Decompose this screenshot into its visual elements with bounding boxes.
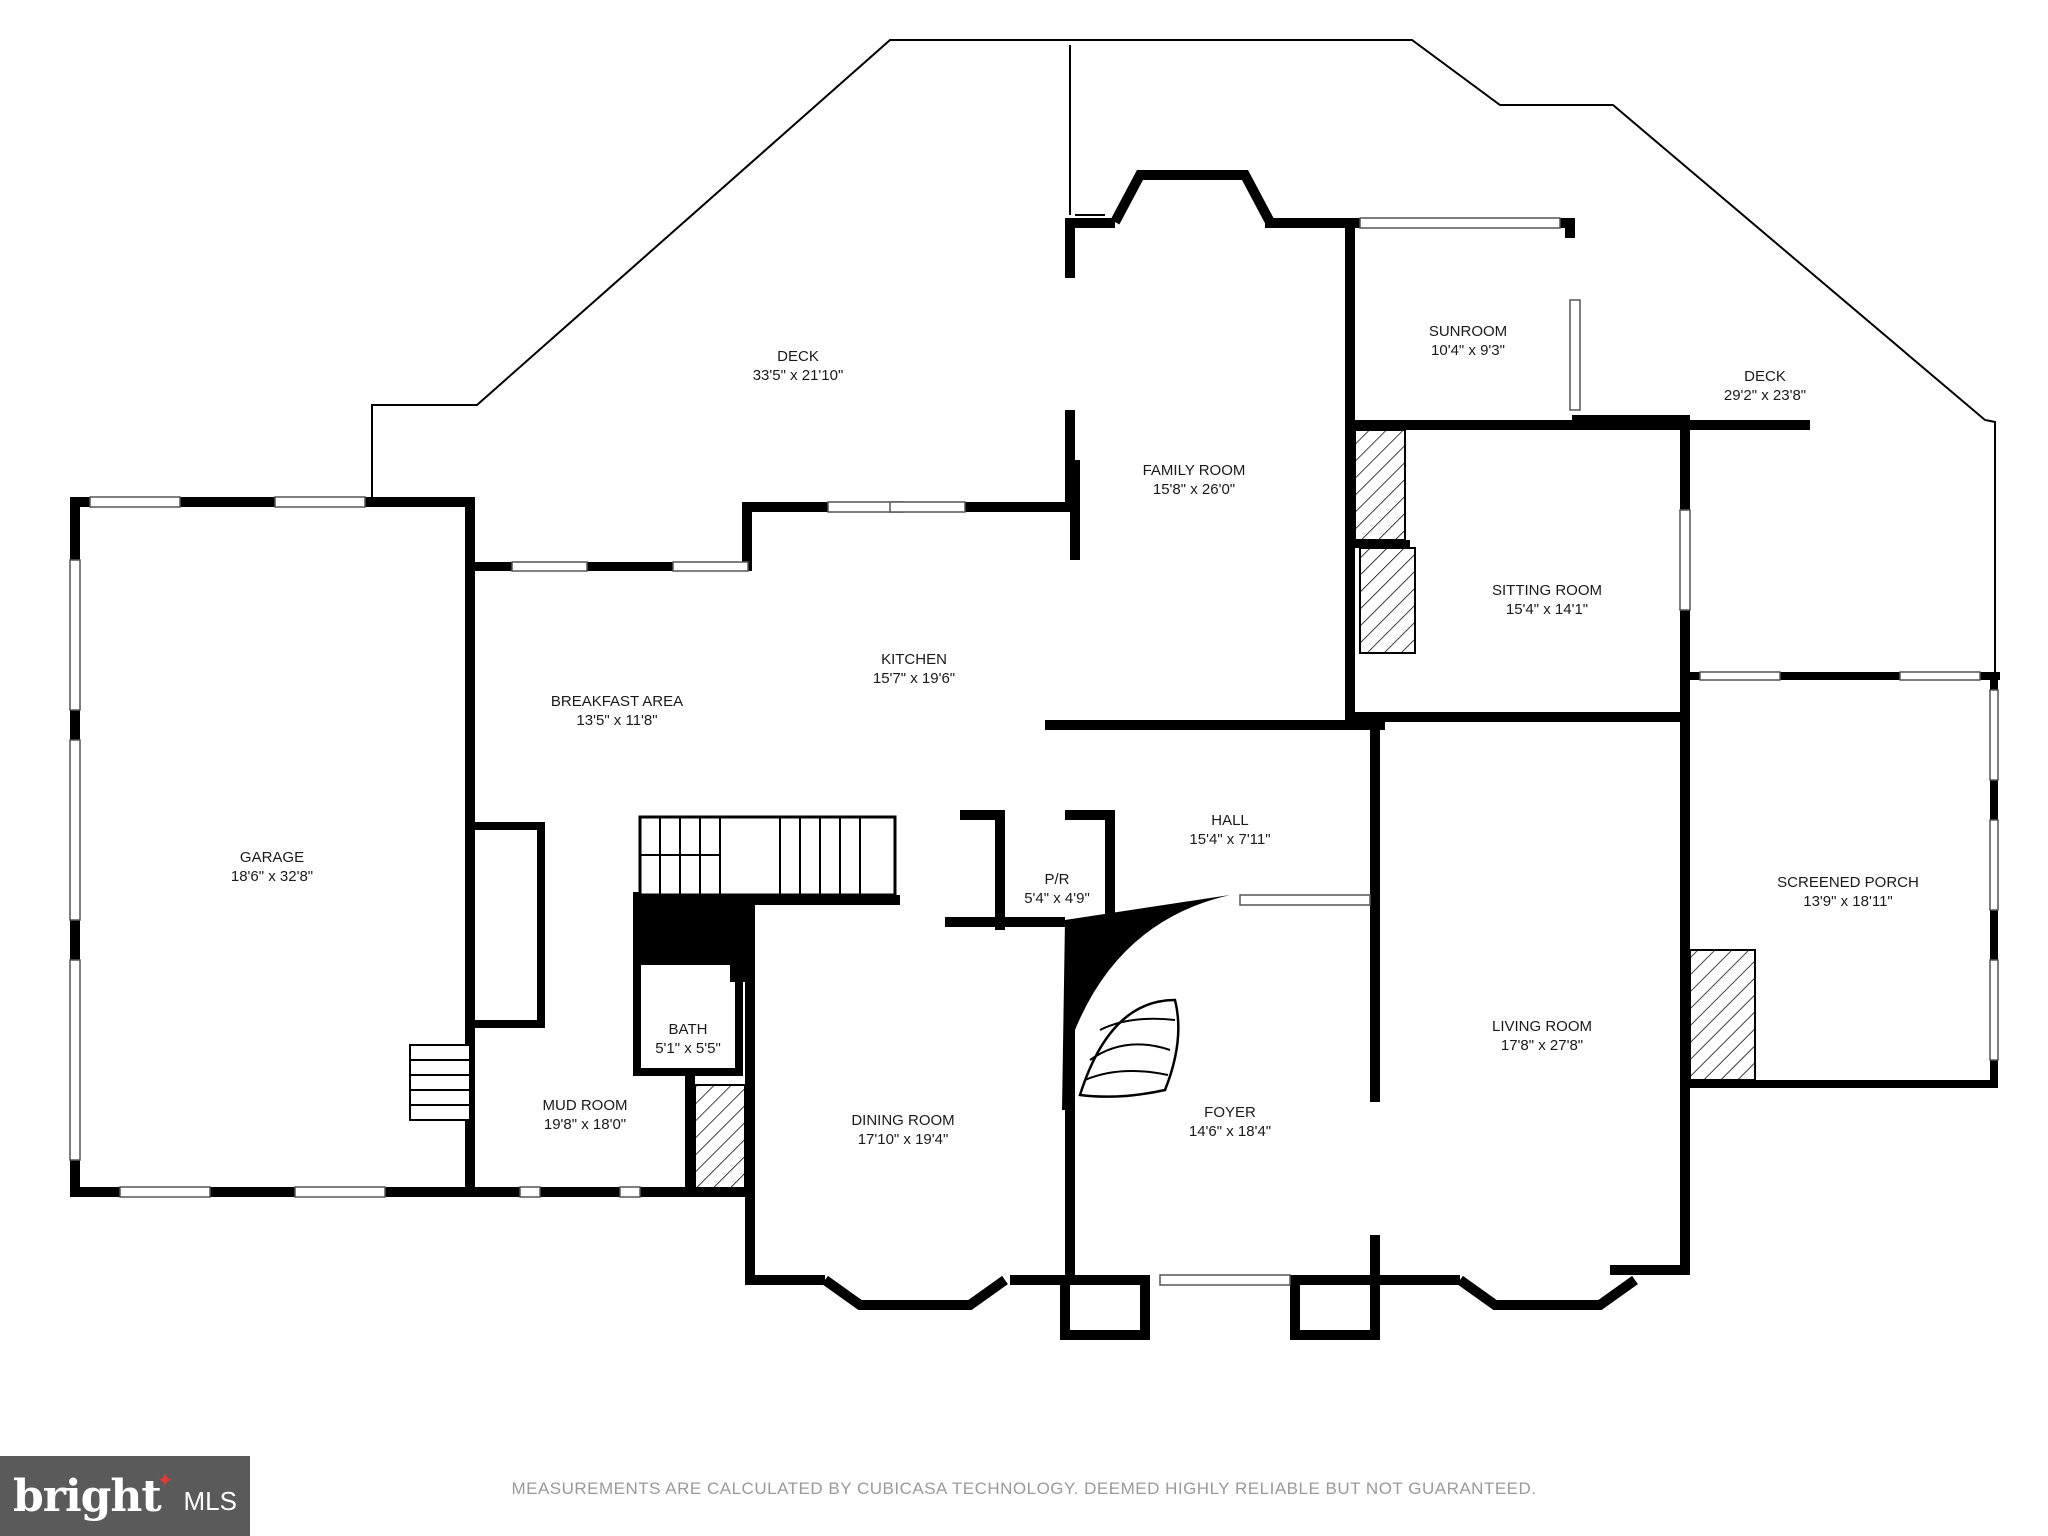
room-label-garage: GARAGE	[240, 849, 304, 866]
svg-text:33'5" x 21'10": 33'5" x 21'10"	[753, 367, 844, 384]
room-label-dining-room: DINING ROOM	[851, 1112, 954, 1129]
room-label-mud-room: MUD ROOM	[543, 1097, 628, 1114]
room-label-living-room: LIVING ROOM	[1492, 1018, 1592, 1035]
svg-text:18'6" x 32'8": 18'6" x 32'8"	[231, 868, 313, 885]
staircase-curved	[1078, 998, 1180, 1098]
svg-text:15'4" x 7'11": 15'4" x 7'11"	[1189, 831, 1270, 848]
svg-text:13'9" x 18'11": 13'9" x 18'11"	[1803, 893, 1893, 910]
room-label-sunroom: SUNROOM	[1429, 323, 1507, 340]
brand-suffix: MLS	[183, 1485, 237, 1516]
spark-icon: ✦	[156, 1469, 174, 1492]
svg-text:14'6" x 18'4": 14'6" x 18'4"	[1189, 1123, 1271, 1140]
svg-text:15'4" x 14'1": 15'4" x 14'1"	[1506, 601, 1588, 618]
svg-text:17'10" x 19'4": 17'10" x 19'4"	[858, 1131, 949, 1148]
svg-text:5'4" x 4'9": 5'4" x 4'9"	[1024, 890, 1090, 907]
room-label-breakfast-area: BREAKFAST AREA	[551, 693, 683, 710]
room-label-sitting-room: SITTING ROOM	[1492, 582, 1602, 599]
svg-text:15'8" x 26'0": 15'8" x 26'0"	[1153, 481, 1235, 498]
room-label-screened-porch: SCREENED PORCH	[1777, 874, 1919, 891]
deck-outline	[371, 39, 1996, 675]
room-label-family-room: FAMILY ROOM	[1143, 462, 1246, 479]
walls	[70, 218, 2000, 1340]
room-label-deck-east: DECK	[1744, 368, 1786, 385]
svg-text:13'5" x 11'8": 13'5" x 11'8"	[576, 712, 657, 729]
svg-text:29'2" x 23'8": 29'2" x 23'8"	[1724, 387, 1806, 404]
bay-windows	[822, 170, 1638, 1310]
svg-text:19'8" x 18'0": 19'8" x 18'0"	[544, 1116, 626, 1133]
svg-text:17'8" x 27'8": 17'8" x 27'8"	[1501, 1037, 1583, 1054]
staircase-main	[638, 815, 897, 897]
room-label-powder-room: P/R	[1044, 871, 1069, 888]
bright-mls-logo: bright ✦ MLS	[0, 1456, 250, 1536]
room-label-bath: BATH	[669, 1021, 708, 1038]
foyer-curve-wall	[1062, 895, 1230, 1110]
room-labels: DECK 33'5" x 21'10" FAMILY ROOM 15'8" x …	[231, 323, 1919, 1148]
room-label-foyer: FOYER	[1204, 1104, 1256, 1121]
svg-text:5'1" x 5'5": 5'1" x 5'5"	[655, 1040, 721, 1057]
svg-text:10'4" x 9'3": 10'4" x 9'3"	[1431, 342, 1505, 359]
windows	[69, 217, 1999, 1286]
brand-wordmark: bright	[13, 1470, 162, 1522]
disclaimer-text: MEASUREMENTS ARE CALCULATED BY CUBICASA …	[511, 1479, 1537, 1498]
svg-text:15'7" x 19'6": 15'7" x 19'6"	[873, 670, 955, 687]
staircase-garage	[409, 1044, 471, 1121]
room-label-hall: HALL	[1211, 812, 1249, 829]
room-label-deck-west: DECK	[777, 348, 819, 365]
room-label-kitchen: KITCHEN	[881, 651, 947, 668]
fireplaces	[694, 429, 1756, 1191]
